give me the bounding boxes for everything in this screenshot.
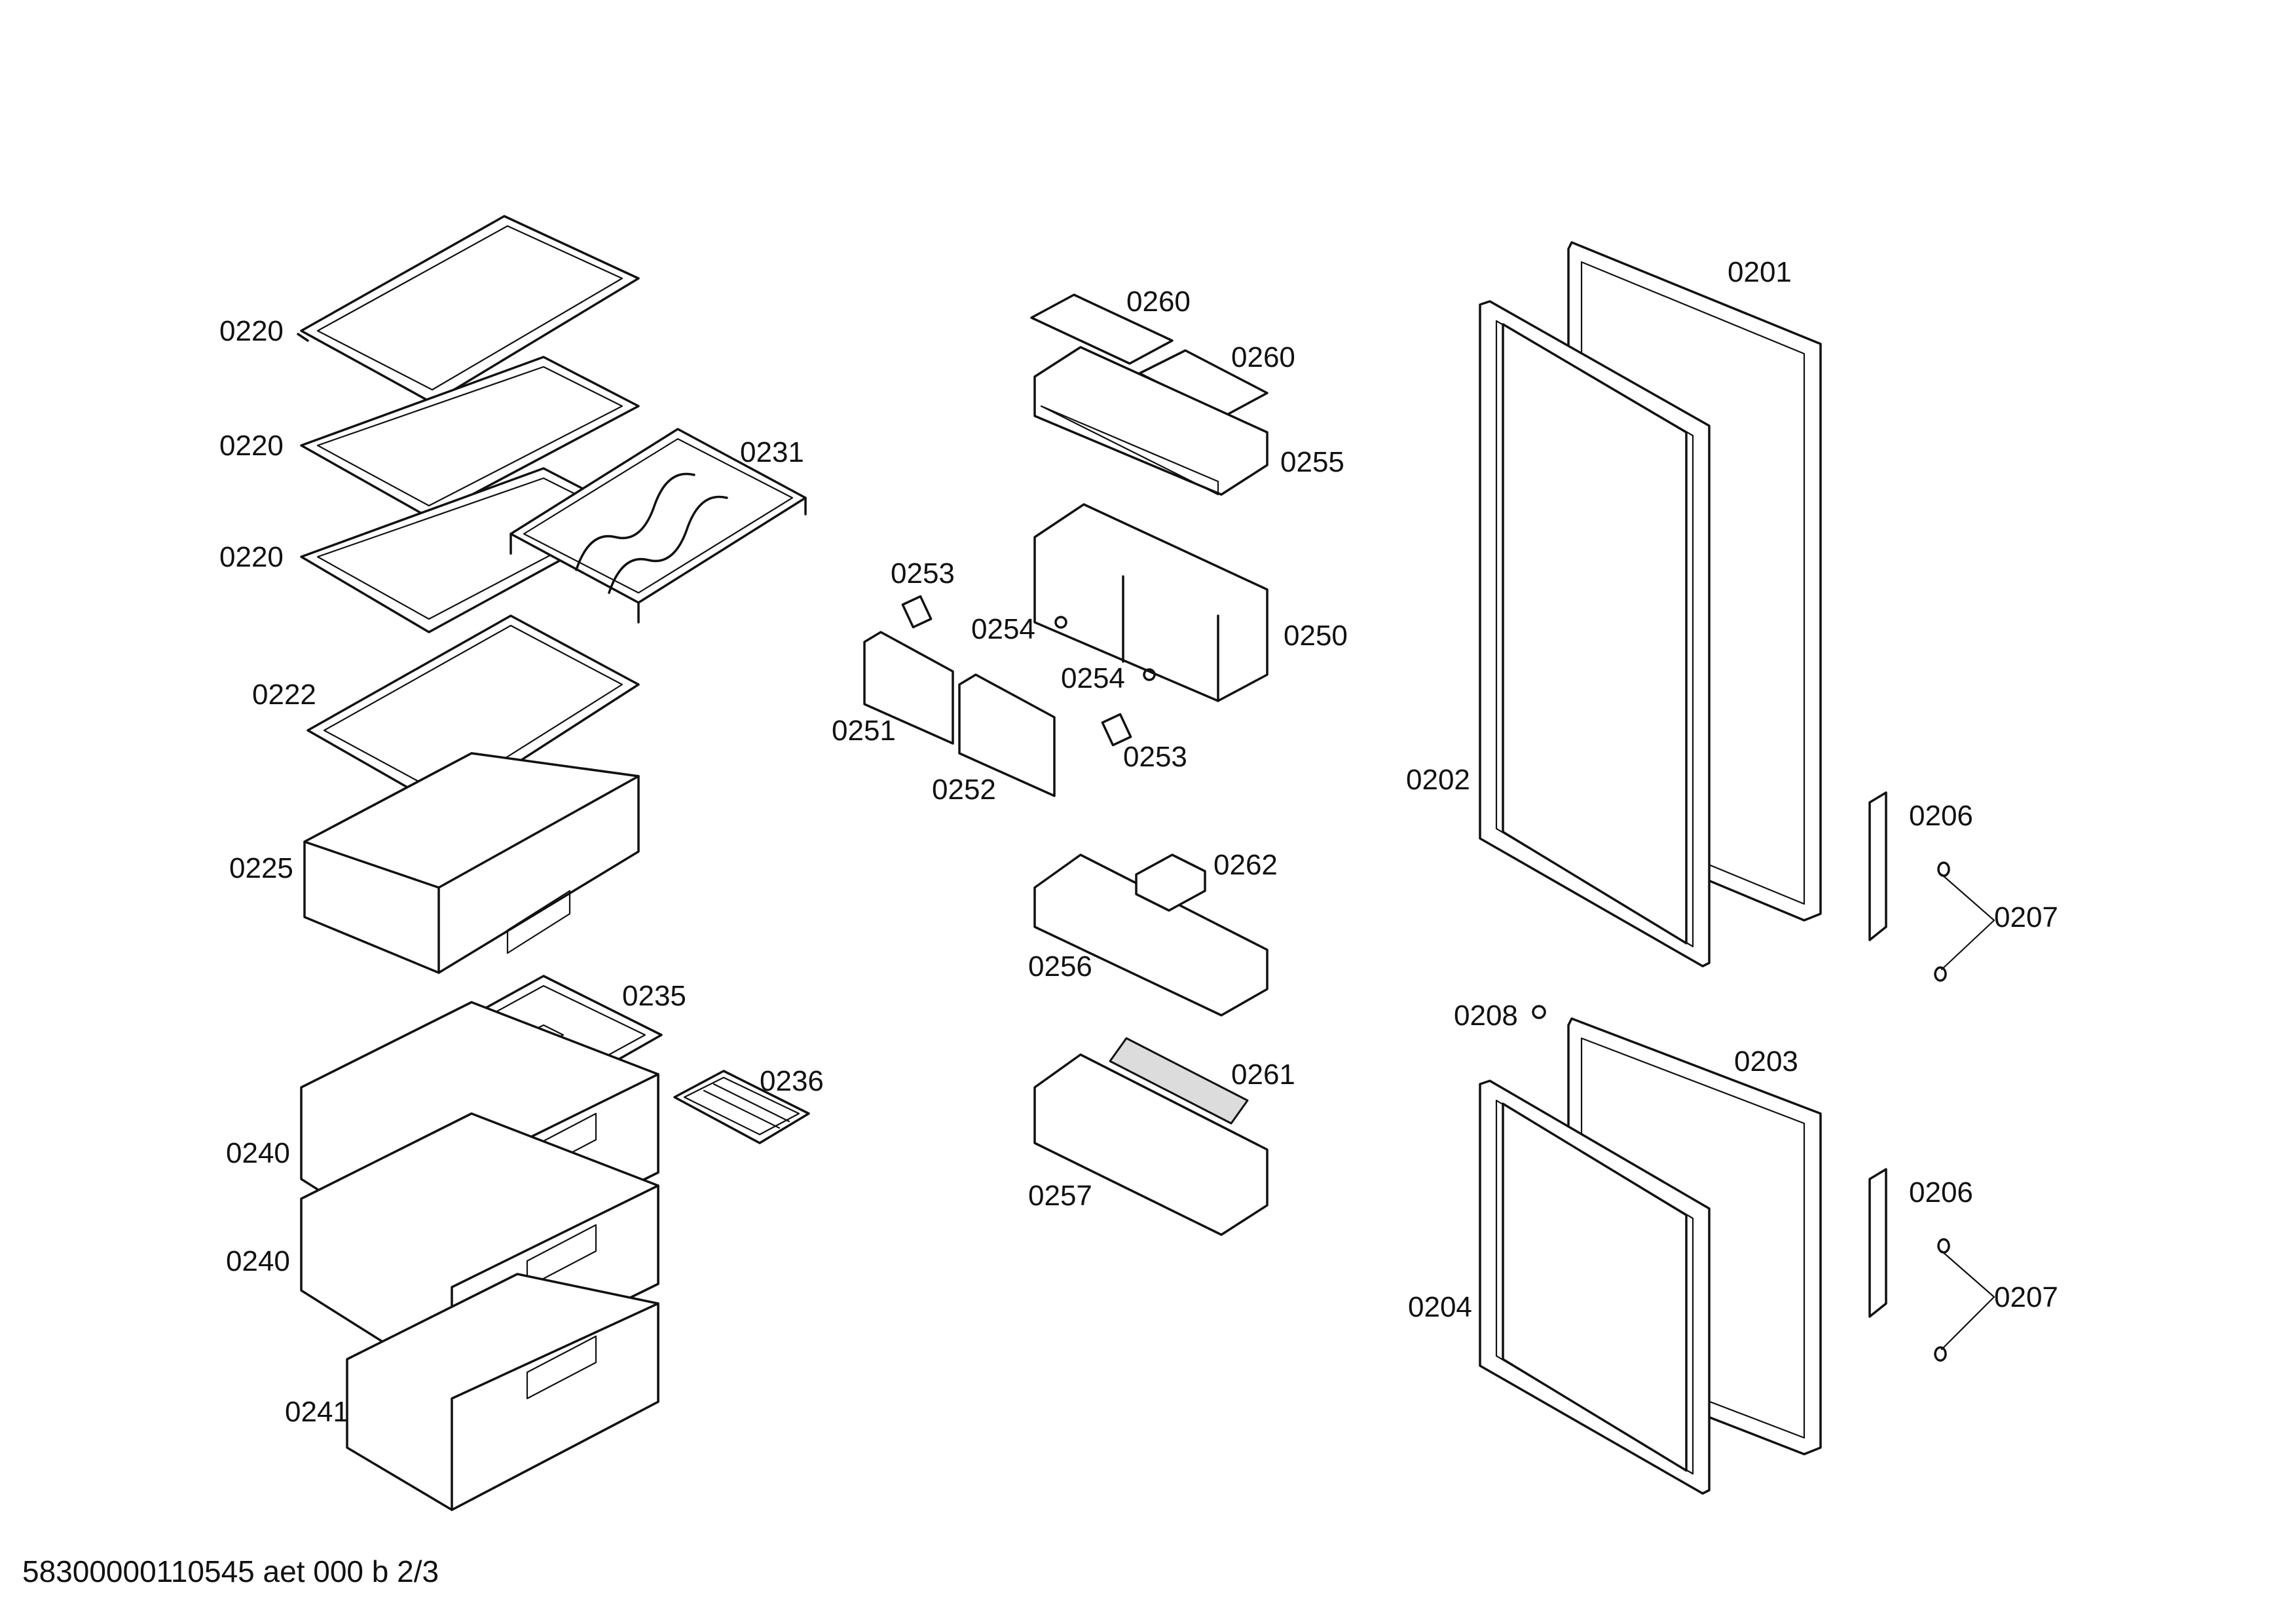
ice-cube-tray [673,1070,810,1144]
callout-0206-lower: 0206 [1909,1176,1973,1209]
clip-lower [1101,713,1132,747]
callout-0203: 0203 [1734,1045,1798,1078]
callout-0240-upper: 0240 [226,1137,290,1169]
callout-0253-lower: 0253 [1123,741,1187,773]
callout-0251: 0251 [832,715,896,747]
leader-lines [1940,873,1995,1351]
callout-0260-left: 0260 [1126,286,1191,318]
callout-0241: 0241 [285,1396,349,1428]
drawing-reference-footer: 58300000110545 aet 000 b 2/3 [22,1554,439,1588]
door-bin-middle [1033,854,1268,1017]
bushing-lower-b [1934,1346,1947,1362]
callout-0257: 0257 [1028,1180,1092,1212]
callout-0236: 0236 [760,1065,824,1097]
callout-0208: 0208 [1454,1000,1518,1032]
door-screw [1532,1005,1546,1019]
door-bin-bottom [1033,1053,1268,1236]
glass-shelf-2 [300,356,640,519]
callout-0222: 0222 [252,679,316,711]
callout-0220-lower: 0220 [219,541,284,573]
callout-0261: 0261 [1231,1059,1295,1091]
callout-0207-upper: 0207 [1994,901,2058,933]
hinge-lower [1868,1168,1887,1318]
callout-0254-lower: 0254 [1061,662,1125,694]
bushing-upper-a [1937,861,1950,877]
bin-divider-left [863,631,954,745]
bottle-rack [509,428,807,624]
callout-0235: 0235 [622,980,686,1012]
glass-shelf-cover [306,614,640,810]
bin-divider-right [958,673,1056,797]
bushing-upper-b [1934,966,1947,982]
callout-0260-right: 0260 [1231,341,1295,373]
callout-0250: 0250 [1284,620,1348,652]
screw-upper [1054,616,1067,629]
callout-0254-upper: 0254 [971,613,1035,645]
callout-0256: 0256 [1028,950,1092,983]
freezer-drawer-3 [346,1273,659,1511]
door-bin-divided [1033,503,1268,702]
callout-0207-lower: 0207 [1994,1281,2058,1313]
lower-door-gasket [1479,1079,1711,1495]
hinge-upper [1868,791,1887,941]
callout-0240-lower: 0240 [226,1245,290,1277]
callout-0225: 0225 [229,852,293,884]
callout-0202: 0202 [1406,764,1470,796]
callout-0253-upper: 0253 [891,557,955,590]
bottle-rack-insert [1109,1037,1249,1125]
callout-0201: 0201 [1728,256,1792,288]
callout-0231: 0231 [740,436,804,468]
egg-tray-1 [1030,293,1174,365]
callout-0206-upper: 0206 [1909,800,1973,832]
glass-shelf-1 [297,215,640,404]
crisper-box [303,752,640,974]
bushing-lower-a [1937,1238,1950,1254]
screw-lower [1143,668,1156,681]
upper-door-gasket [1479,300,1711,967]
callout-0220-middle: 0220 [219,430,284,462]
callout-0252: 0252 [932,774,996,806]
callout-0204: 0204 [1408,1291,1472,1323]
callout-0255: 0255 [1280,446,1344,478]
callout-0262: 0262 [1213,849,1278,881]
callout-0220-top: 0220 [219,315,284,347]
small-cup [1135,854,1206,912]
clip-upper [901,595,933,629]
door-bin-top [1033,346,1268,496]
